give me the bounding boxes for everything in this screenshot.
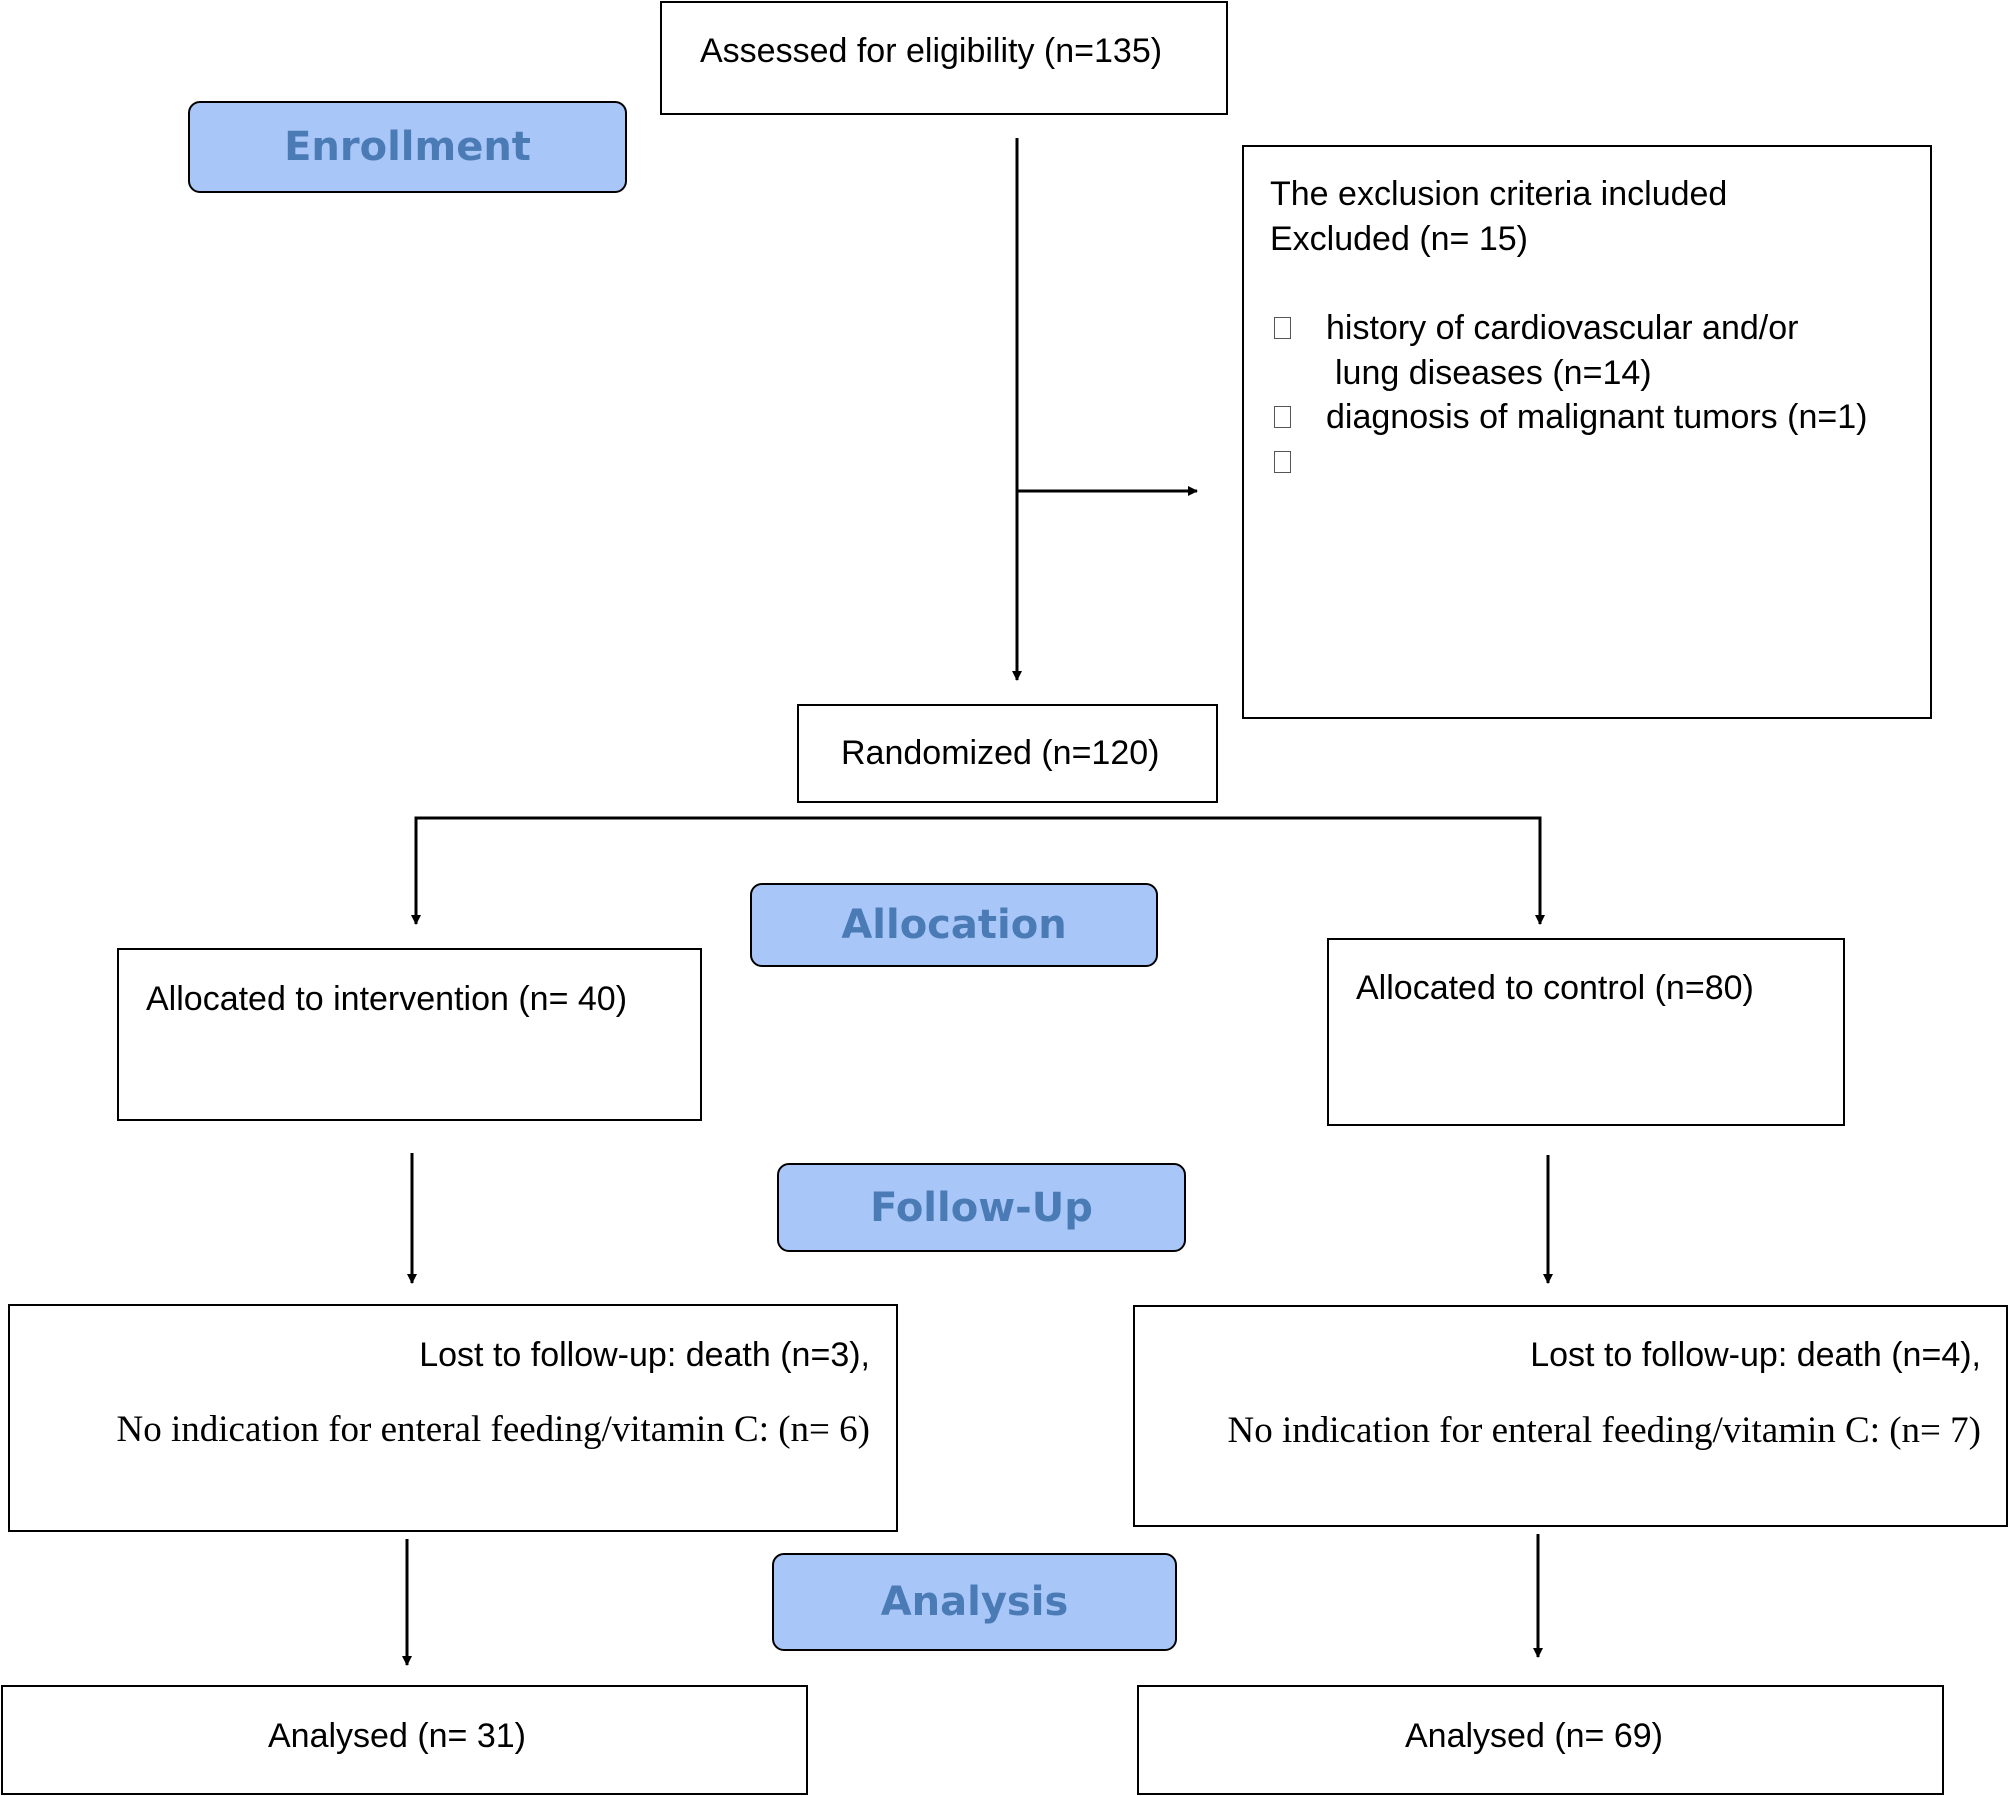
control-lost-text: Lost to follow-up: death (n=4), bbox=[1530, 1336, 1981, 1374]
stage-enrollment: Enrollment bbox=[188, 101, 627, 193]
exclusion-item-1: history of cardiovascular and/or bbox=[1326, 309, 1799, 347]
control-no-indication-text: No indication for enteral feeding/vitami… bbox=[1227, 1410, 1981, 1451]
bullet-1-icon bbox=[1274, 317, 1291, 339]
assessed-text: Assessed for eligibility (n=135) bbox=[700, 32, 1163, 70]
bullet-2-icon bbox=[1274, 406, 1291, 428]
stage-enrollment-label: Enrollment bbox=[284, 124, 531, 170]
intervention-no-indication-text: No indication for enteral feeding/vitami… bbox=[116, 1409, 870, 1450]
intervention-allocated-box bbox=[117, 948, 702, 1121]
intervention-analysed-box bbox=[1, 1685, 808, 1795]
intervention-analysed-text: Analysed (n= 31) bbox=[268, 1717, 526, 1755]
stage-follow-up: Follow-Up bbox=[777, 1163, 1186, 1252]
control-followup-box bbox=[1133, 1305, 2008, 1527]
randomized-text: Randomized (n=120) bbox=[841, 734, 1160, 772]
exclusion-excluded-count: Excluded (n= 15) bbox=[1270, 220, 1528, 258]
assessed-box bbox=[660, 1, 1228, 115]
control-allocated-text: Allocated to control (n=80) bbox=[1356, 969, 1754, 1007]
control-allocated-box bbox=[1327, 938, 1845, 1126]
exclusion-heading: The exclusion criteria included bbox=[1270, 175, 1728, 213]
control-analysed-text: Analysed (n= 69) bbox=[1405, 1717, 1663, 1755]
split-line bbox=[414, 816, 1545, 925]
randomized-box bbox=[797, 704, 1218, 803]
intervention-allocated-text: Allocated to intervention (n= 40) bbox=[146, 980, 628, 1018]
stage-follow-up-label: Follow-Up bbox=[870, 1184, 1093, 1231]
stage-analysis-label: Analysis bbox=[880, 1579, 1069, 1625]
exclusion-box bbox=[1242, 145, 1932, 719]
stage-analysis: Analysis bbox=[772, 1553, 1177, 1651]
control-analysed-box bbox=[1137, 1685, 1944, 1795]
stage-allocation-label: Allocation bbox=[841, 902, 1067, 948]
intervention-followup-box bbox=[8, 1304, 898, 1532]
exclusion-item-2: diagnosis of malignant tumors (n=1) bbox=[1326, 398, 1868, 436]
exclusion-item-1-cont: lung diseases (n=14) bbox=[1335, 354, 1652, 392]
bullet-3-icon bbox=[1274, 451, 1291, 473]
intervention-lost-text: Lost to follow-up: death (n=3), bbox=[419, 1336, 870, 1374]
stage-allocation: Allocation bbox=[750, 883, 1158, 967]
